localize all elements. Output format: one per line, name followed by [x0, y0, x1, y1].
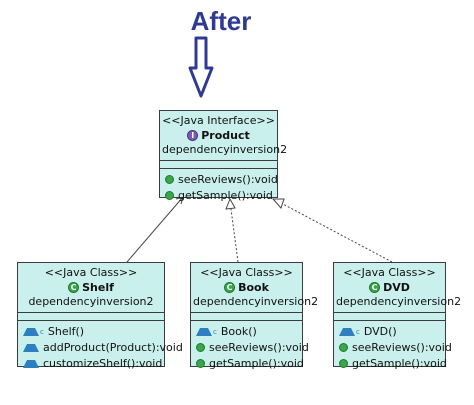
operation-label: seeReviews():void: [352, 340, 452, 354]
product-stereotype: <<Java Interface>>: [162, 114, 275, 127]
class-icon: C: [224, 282, 236, 293]
operation-label: addProduct(Product):void: [43, 340, 183, 354]
book-attributes: [191, 313, 302, 321]
operation-label: getSample():void: [209, 356, 304, 370]
shelf-stereotype: <<Java Class>>: [44, 266, 138, 279]
operation-item: getSample():void: [165, 188, 274, 204]
operation-item: seeReviews():void: [339, 340, 452, 356]
realization-head-dvd: [271, 198, 285, 209]
operation-label: Book(): [220, 324, 257, 338]
product-name: Product: [201, 128, 250, 142]
realization-line-book: [230, 208, 239, 263]
constructor-icon: [23, 327, 39, 336]
public-method-icon: [339, 359, 348, 368]
class-icon: C: [369, 282, 381, 293]
realization-line-dvd: [280, 202, 393, 263]
dvd-name: DVD: [383, 280, 410, 294]
diagram-title: After: [190, 6, 252, 36]
package-method-icon: [23, 343, 39, 352]
operation-label: Shelf(): [47, 324, 85, 338]
book-name: Book: [238, 280, 269, 294]
shelf-package: dependencyinversion2: [28, 294, 154, 308]
operation-label: getSample():void: [178, 188, 273, 202]
public-method-icon: [165, 175, 174, 184]
book-package: dependencyinversion2: [193, 294, 319, 308]
operation-label: customizeShelf():void: [43, 356, 163, 370]
dvd-attributes: [334, 313, 445, 321]
interface-icon: I: [187, 130, 199, 141]
product-operations: seeReviews():void getSample():void: [160, 169, 278, 207]
operation-item: getSample():void: [339, 356, 447, 372]
operation-item: seeReviews():void: [165, 172, 278, 188]
public-method-icon: [165, 191, 174, 200]
operation-label: getSample():void: [352, 356, 447, 370]
dvd-stereotype: <<Java Class>>: [343, 266, 436, 279]
operation-item: seeReviews():void: [196, 340, 309, 356]
shelf-attributes: [18, 313, 164, 321]
operation-item: addProduct(Product):void: [23, 340, 183, 356]
operation-item: customizeShelf():void: [23, 356, 163, 372]
public-method-icon: [339, 343, 348, 352]
constructor-icon: [196, 327, 212, 336]
constructor-icon: [339, 327, 355, 336]
dvd-package: dependencyinversion2: [336, 294, 462, 308]
operation-label: seeReviews():void: [209, 340, 309, 354]
operation-label: seeReviews():void: [178, 172, 278, 186]
down-arrow-icon: [188, 36, 214, 98]
product-package: dependencyinversion2: [162, 142, 288, 156]
operation-item: getSample():void: [196, 356, 304, 372]
class-icon: C: [68, 282, 80, 293]
association-line: [126, 196, 184, 263]
product-attributes: [160, 161, 277, 169]
operation-label: DVD(): [363, 324, 397, 338]
realization-head-book: [225, 197, 236, 210]
package-method-icon: [23, 359, 39, 368]
public-method-icon: [196, 343, 205, 352]
public-method-icon: [196, 359, 205, 368]
shelf-name: Shelf: [82, 280, 114, 294]
book-stereotype: <<Java Class>>: [200, 266, 293, 279]
